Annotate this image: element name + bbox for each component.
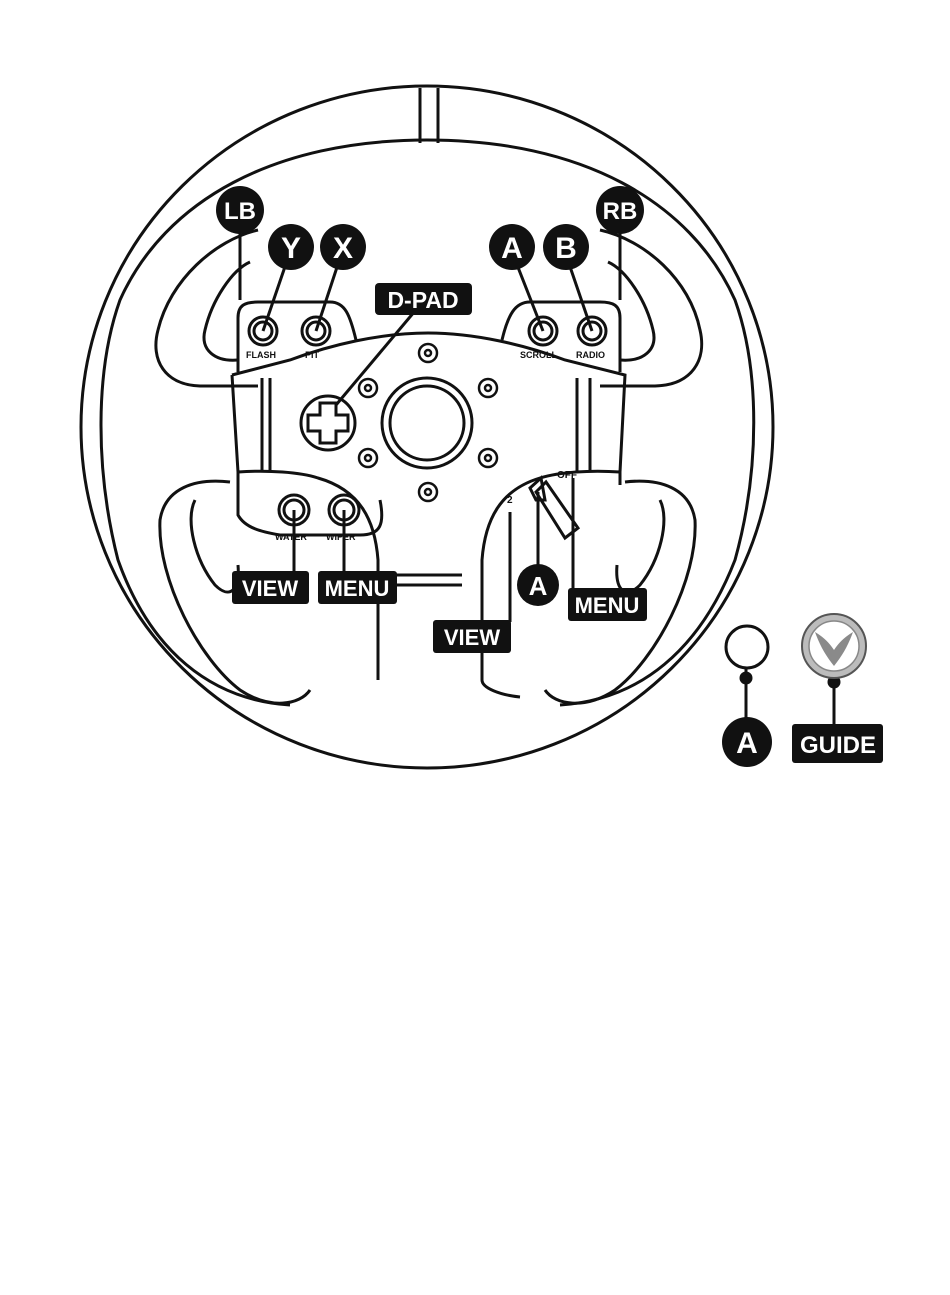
- screw-icon: [479, 379, 497, 397]
- wheel-rim: [81, 86, 773, 768]
- guide-label: GUIDE: [800, 732, 876, 759]
- flash-caption: FLASH: [246, 350, 276, 360]
- rb-badge: RB: [596, 186, 644, 234]
- hub-center-ring: [382, 378, 472, 468]
- extra-round-button[interactable]: [726, 626, 768, 668]
- menu-left-badge: MENU: [318, 571, 397, 604]
- guide-badge: GUIDE: [792, 724, 883, 763]
- a-extra-label: A: [736, 727, 758, 760]
- view-right-label: VIEW: [444, 625, 500, 650]
- x-badge: X: [320, 224, 366, 270]
- screw-icon: [359, 379, 377, 397]
- x-label: X: [333, 232, 353, 265]
- radio-caption: RADIO: [576, 350, 605, 360]
- screw-icon: [419, 483, 437, 501]
- y-label: Y: [281, 232, 301, 265]
- dpad-badge: D-PAD: [375, 283, 472, 315]
- menu-right-badge: MENU: [568, 588, 647, 621]
- a-extra-badge: A: [722, 717, 772, 767]
- lb-badge: LB: [216, 186, 264, 234]
- b-badge: B: [543, 224, 589, 270]
- view-right-badge: VIEW: [433, 620, 511, 653]
- view-left-badge: VIEW: [232, 571, 309, 604]
- dpad-cross-icon: [308, 403, 348, 443]
- scroll-caption: SCROLL: [520, 350, 558, 360]
- upper-left-grip: [156, 230, 258, 386]
- switch-position-2: 2: [507, 495, 513, 506]
- water-caption: WATER: [275, 532, 307, 542]
- a-switch-label: A: [529, 571, 548, 601]
- pit-caption: PIT: [305, 350, 320, 360]
- a-switch-badge: A: [517, 564, 559, 606]
- screw-icon: [419, 344, 437, 362]
- y-badge: Y: [268, 224, 314, 270]
- rim-outer: [81, 86, 773, 768]
- lb-label: LB: [224, 198, 256, 225]
- guide-button[interactable]: [802, 614, 866, 678]
- menu-right-label: MENU: [575, 593, 640, 618]
- view-left-label: VIEW: [242, 576, 298, 601]
- dpad-control[interactable]: [301, 396, 355, 450]
- wiper-caption: WIPER: [326, 532, 356, 542]
- screw-icon: [359, 449, 377, 467]
- a-top-label: A: [501, 232, 523, 265]
- hub-screws: [359, 344, 497, 501]
- rb-label: RB: [603, 198, 638, 225]
- upper-right-grip: [600, 230, 702, 386]
- screw-icon: [479, 449, 497, 467]
- a-top-badge: A: [489, 224, 535, 270]
- rim-inner: [101, 140, 754, 705]
- menu-left-label: MENU: [325, 576, 390, 601]
- b-label: B: [555, 232, 577, 265]
- dpad-label: D-PAD: [387, 287, 458, 313]
- circle-button-icon: [726, 626, 768, 668]
